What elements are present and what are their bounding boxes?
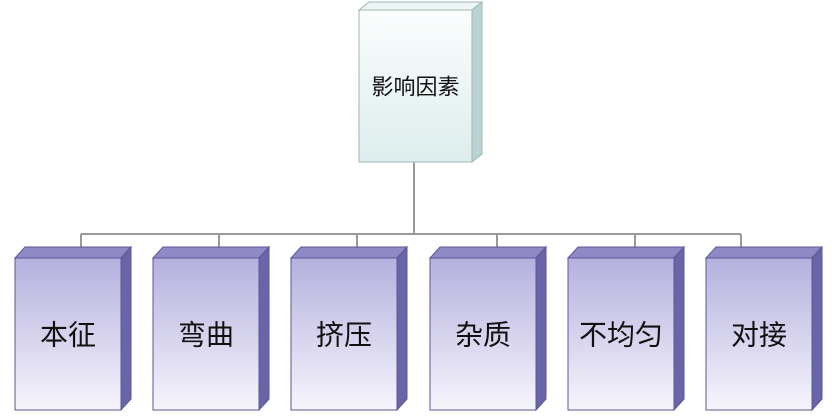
child-box-side-face (258, 245, 270, 412)
child-node-box: 挤压 (289, 245, 409, 412)
child-box-side-face (396, 245, 408, 412)
child-node-box: 杂质 (428, 245, 548, 412)
child-box-front-face (429, 257, 537, 411)
root-label: 影响因素 (371, 76, 459, 101)
child-label: 挤压 (316, 319, 372, 352)
child-box-top-face (151, 246, 271, 259)
child-box-front-face (14, 257, 122, 411)
child-node-box: 本征 (13, 245, 133, 412)
child-nodes: 本征 弯曲 挤压 杂质 不均匀 (13, 245, 824, 412)
connector-lines (80, 162, 742, 247)
child-box-top-face (566, 246, 686, 259)
child-label: 不均匀 (579, 319, 663, 352)
child-box-top-face (289, 246, 409, 259)
child-label: 本征 (40, 319, 96, 352)
child-node-box: 弯曲 (151, 245, 271, 412)
child-label: 弯曲 (178, 319, 234, 352)
child-label: 对接 (731, 319, 787, 352)
child-label: 杂质 (455, 319, 511, 352)
child-box-top-face (704, 246, 824, 259)
child-box-front-face (290, 257, 398, 411)
root-box-top-face (357, 1, 484, 11)
child-box-side-face (673, 245, 685, 412)
child-box-top-face (428, 246, 548, 259)
child-box-top-face (13, 246, 133, 259)
child-node-box: 对接 (704, 245, 824, 412)
child-box-side-face (535, 245, 547, 412)
child-box-front-face (152, 257, 260, 411)
child-box-side-face (120, 245, 132, 412)
child-box-front-face (705, 257, 813, 411)
root-box-front-face (358, 9, 473, 163)
root-node-box: 影响因素 (357, 0, 484, 164)
child-node-box: 不均匀 (566, 245, 686, 412)
child-box-front-face (567, 257, 675, 411)
root-box-side-face (471, 0, 483, 164)
child-box-side-face (811, 245, 823, 412)
